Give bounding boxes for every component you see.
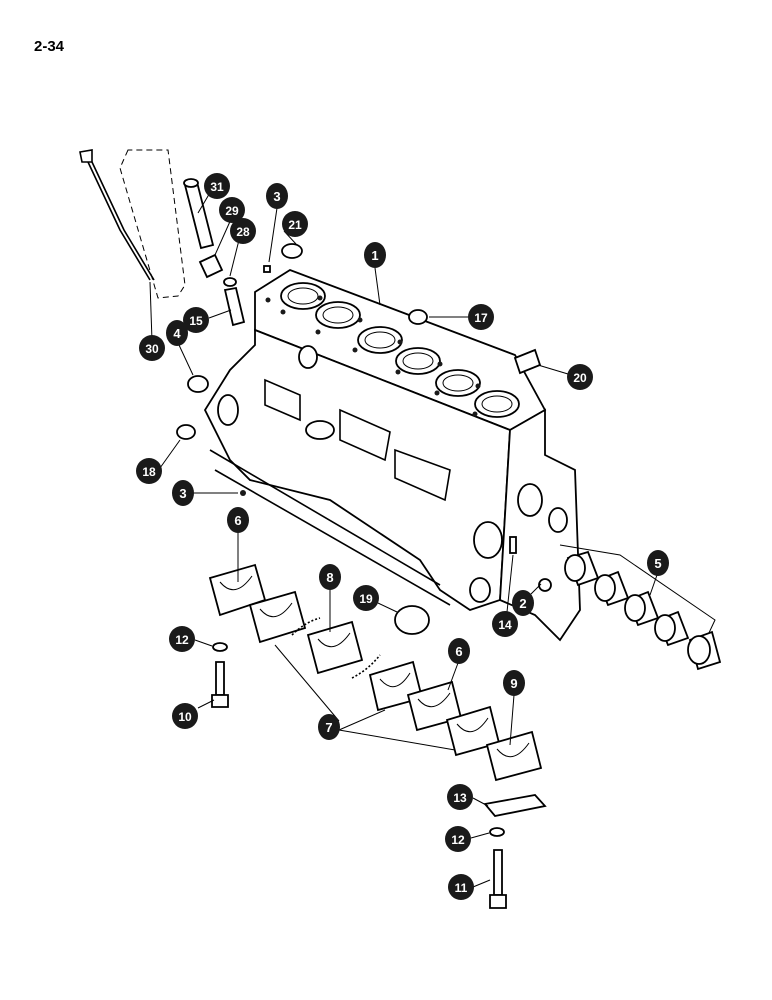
callout-15: 15 [183, 307, 209, 333]
svg-text:11: 11 [455, 881, 468, 895]
rear-plug [538, 578, 552, 592]
head-bolt-holes [265, 295, 481, 417]
bearing-cap-3 [306, 620, 364, 675]
svg-text:5: 5 [654, 556, 661, 571]
callout-17: 17 [468, 304, 494, 330]
svg-text:12: 12 [175, 633, 189, 647]
dipstick-tube [183, 178, 215, 250]
svg-text:20: 20 [573, 371, 587, 385]
svg-text:30: 30 [145, 342, 159, 356]
callout-18: 18 [136, 458, 162, 484]
core-plug [187, 375, 209, 393]
camshaft-bushings [559, 544, 722, 671]
washer-upper [212, 642, 228, 652]
leader-lines [149, 190, 658, 888]
callout-7: 7 [318, 714, 340, 740]
dipstick [79, 149, 186, 299]
callout-8: 8 [319, 564, 341, 590]
svg-text:6: 6 [234, 513, 241, 528]
callout-21: 21 [282, 211, 308, 237]
callout-5: 5 [647, 550, 669, 576]
small-plugs [240, 265, 271, 496]
pipe-plug [281, 243, 303, 259]
callout-6-left: 6 [227, 507, 249, 533]
bearing-cap-2 [248, 590, 307, 644]
svg-text:10: 10 [178, 710, 192, 724]
svg-text:28: 28 [236, 225, 250, 239]
svg-text:15: 15 [189, 314, 203, 328]
washer-lower [489, 827, 505, 837]
cylinder-block [203, 269, 581, 642]
callout-12-lower: 12 [445, 826, 471, 852]
cup-plug [408, 309, 428, 325]
svg-text:7: 7 [325, 720, 332, 735]
svg-text:12: 12 [451, 833, 465, 847]
callout-9: 9 [503, 670, 525, 696]
callout-29: 29 [219, 197, 245, 223]
svg-text:13: 13 [453, 791, 467, 805]
svg-text:8: 8 [326, 570, 333, 585]
callout-13: 13 [447, 784, 473, 810]
callout-28: 28 [230, 218, 256, 244]
callout-2: 2 [512, 590, 534, 616]
long-bolt [489, 849, 507, 909]
bearing-cap-rear [485, 730, 543, 782]
callout-12-upper: 12 [169, 626, 195, 652]
cap-bolt [211, 661, 229, 708]
cover-plate [483, 794, 547, 817]
callout-4: 4 [166, 320, 188, 346]
callout-3-top: 3 [266, 183, 288, 209]
sender-fitting [513, 348, 542, 375]
callout-10: 10 [172, 703, 198, 729]
callout-20: 20 [567, 364, 593, 390]
dipstick-sleeve [223, 286, 246, 327]
callout-6-right: 6 [448, 638, 470, 664]
svg-text:3: 3 [273, 189, 280, 204]
callout-11: 11 [448, 874, 474, 900]
callout-31: 31 [204, 173, 230, 199]
callout-3-side: 3 [172, 480, 194, 506]
callout-30: 30 [139, 335, 165, 361]
thrust-washers [291, 617, 381, 679]
callout-14: 14 [492, 611, 518, 637]
expansion-plug [176, 424, 196, 440]
svg-text:17: 17 [474, 311, 488, 325]
svg-text:29: 29 [225, 204, 239, 218]
svg-text:2: 2 [519, 596, 526, 611]
callout-1: 1 [364, 242, 386, 268]
svg-text:3: 3 [179, 486, 186, 501]
svg-text:18: 18 [142, 465, 156, 479]
dowel [509, 536, 517, 554]
svg-text:21: 21 [288, 218, 302, 232]
svg-text:1: 1 [371, 248, 378, 263]
callout-19: 19 [353, 585, 379, 611]
rear-plug-disc [394, 605, 430, 635]
cylinder-bores [280, 282, 520, 418]
tube-clamp [198, 253, 224, 279]
page-number: 2-34 [34, 38, 65, 55]
svg-text:6: 6 [455, 644, 462, 659]
svg-text:31: 31 [210, 180, 224, 194]
svg-text:14: 14 [498, 618, 512, 632]
o-ring [223, 277, 237, 287]
svg-text:9: 9 [510, 676, 517, 691]
svg-text:19: 19 [359, 592, 373, 606]
svg-text:4: 4 [173, 326, 181, 341]
